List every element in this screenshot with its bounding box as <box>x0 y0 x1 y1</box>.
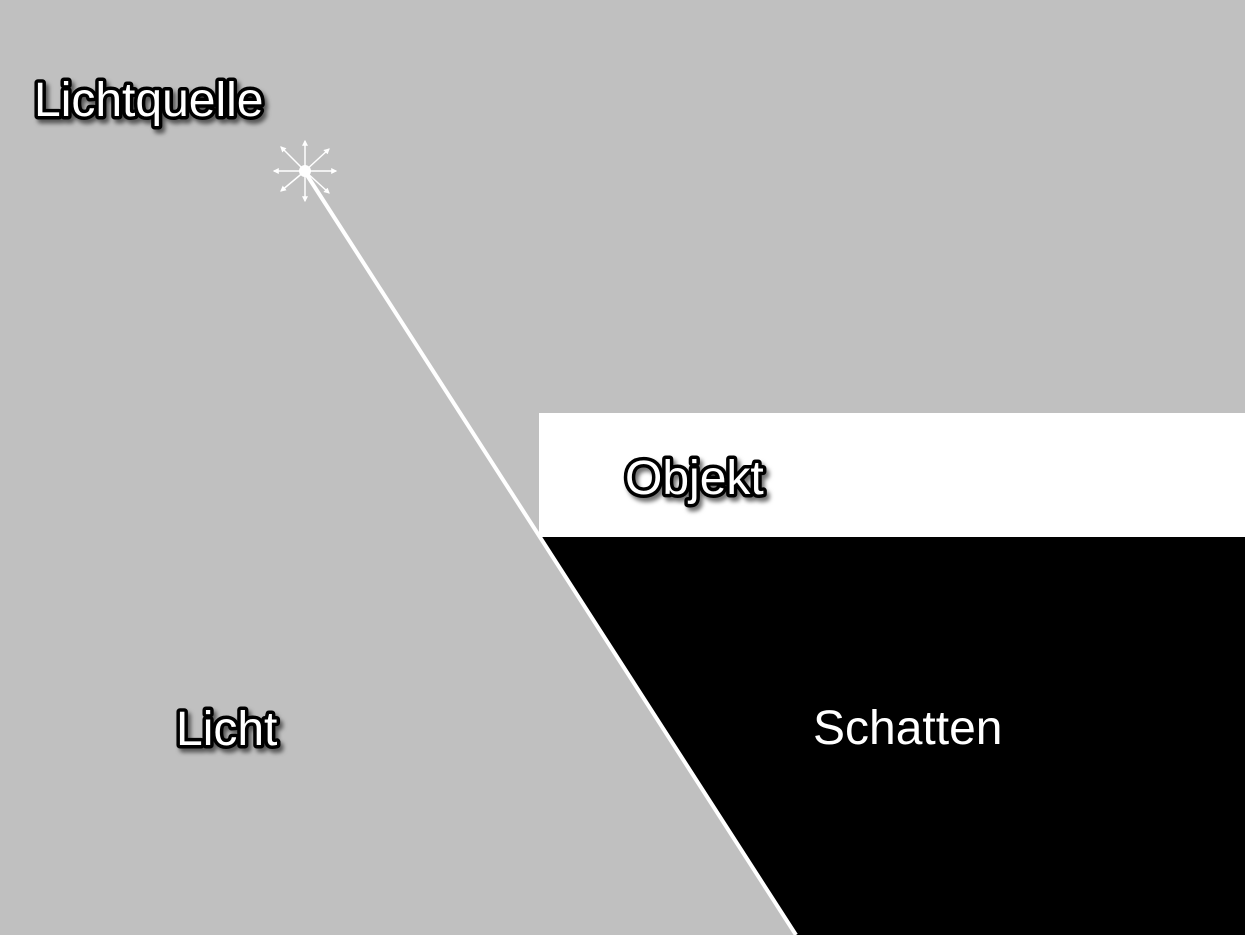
light-ray <box>303 170 798 935</box>
radiating-light-icon <box>272 139 338 203</box>
object-block <box>539 413 1245 537</box>
object-label: Objekt <box>625 452 764 505</box>
shadow-region <box>540 537 1245 935</box>
shadow-region-label: Schatten <box>813 702 1002 755</box>
light-region-label: Licht <box>176 703 277 756</box>
light-source-label: Lichtquelle <box>34 74 264 127</box>
